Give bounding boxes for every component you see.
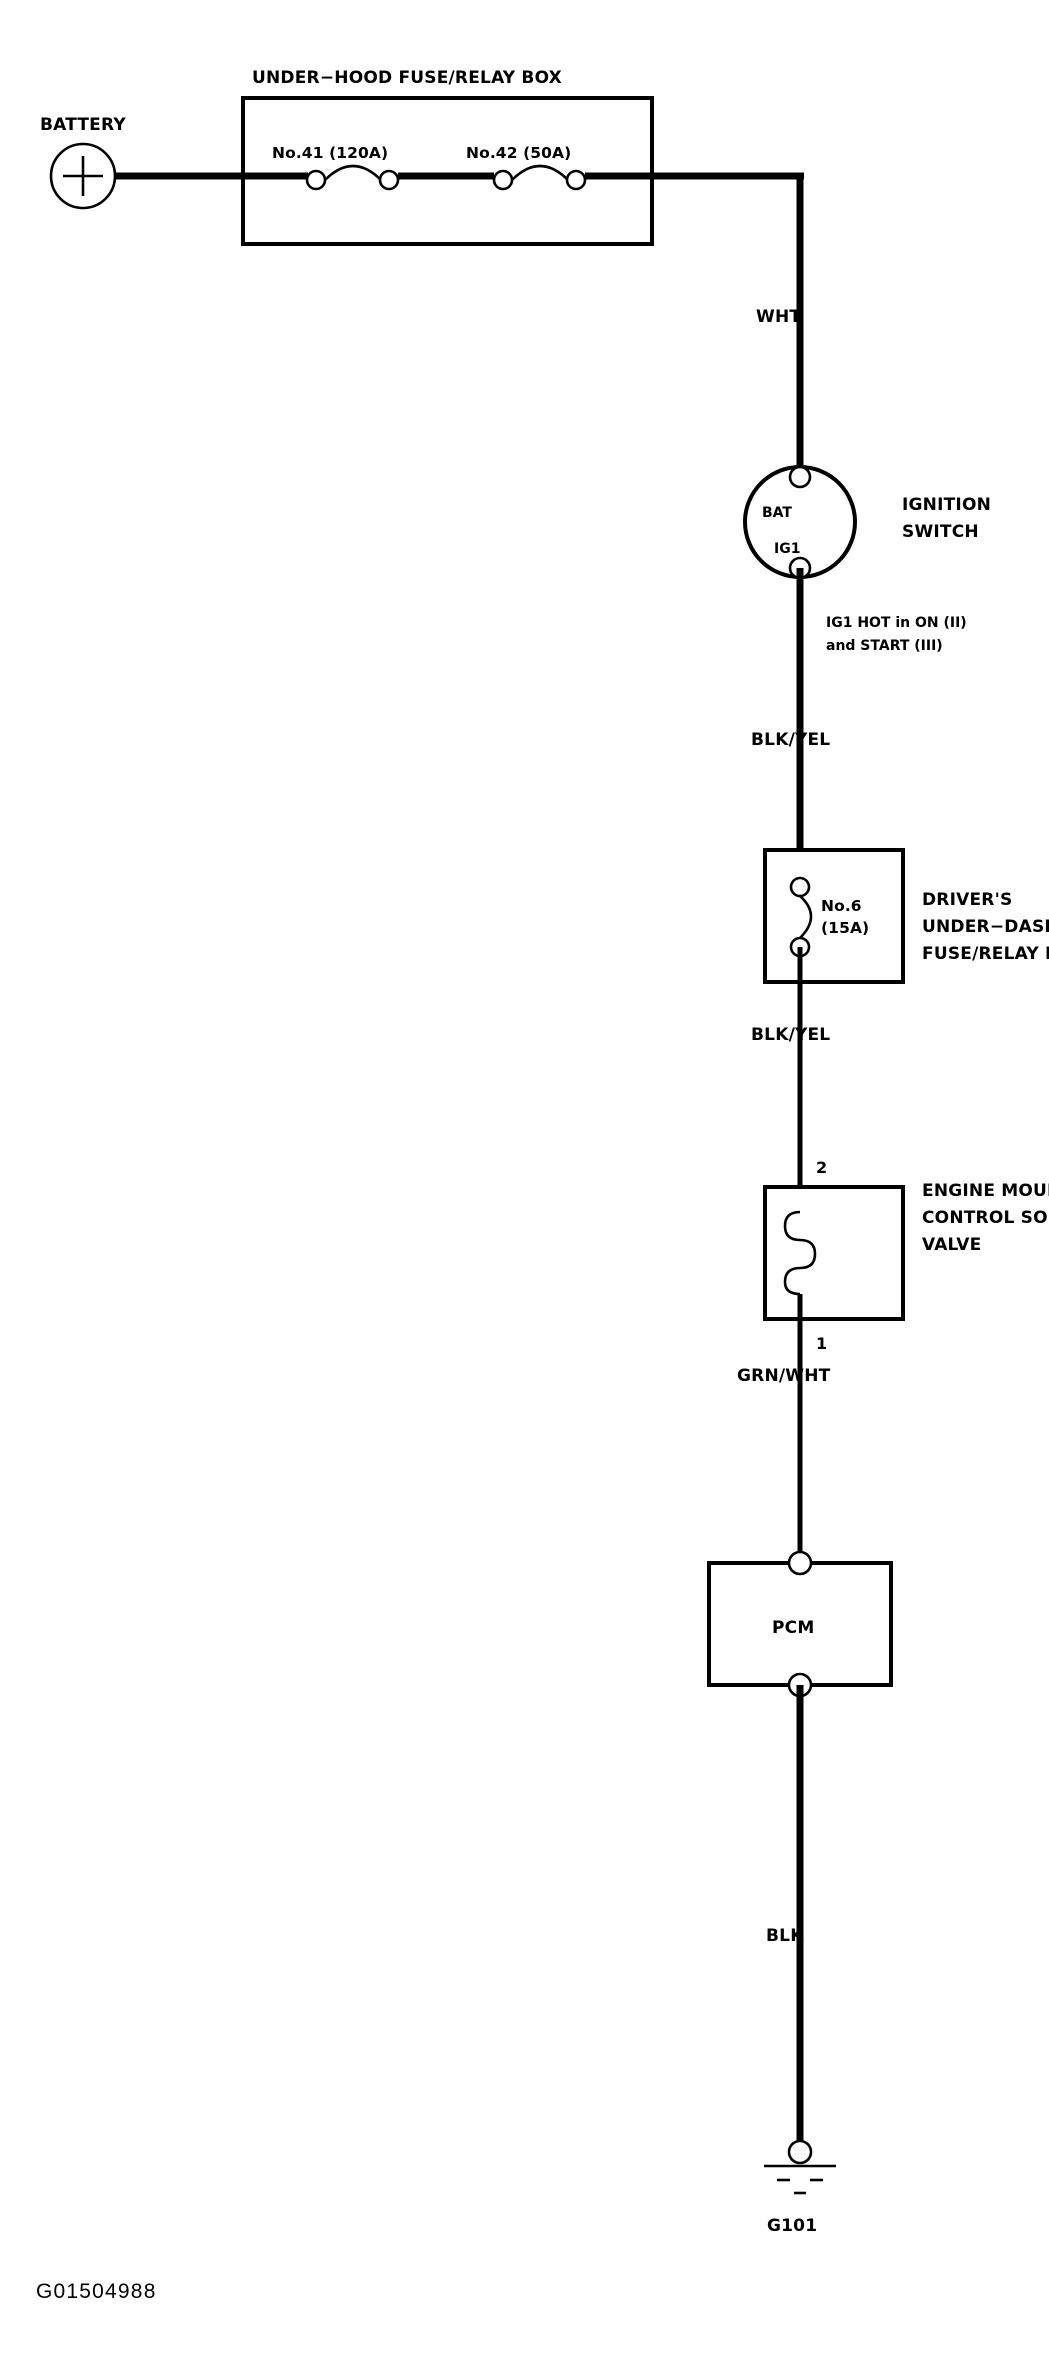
ignition-note-line1: IG1 HOT in ON (II) [826,615,967,631]
ignition-terminal-ig1-label: IG1 [774,541,800,557]
ignition-switch-label-line2: SWITCH [902,522,979,542]
under-dash-box-label-line1: DRIVER'S [922,890,1012,910]
under-dash-box-label-line3: FUSE/RELAY BOX [922,944,1049,964]
wire-label-blk: BLK [766,1926,804,1946]
wire-label-grn-wht: GRN/WHT [737,1366,831,1386]
ignition-terminal-bat-label: BAT [762,505,792,521]
engine-mount-solenoid-valve-box [763,1185,905,1321]
wire-label-blk-yel-lower: BLK/YEL [751,1025,830,1045]
drawing-code: G01504988 [36,2280,157,2303]
pcm-label: PCM [772,1618,814,1638]
ground-label: G101 [767,2216,817,2236]
solenoid-label-line2: CONTROL SOLENOID [922,1208,1049,1228]
solenoid-pin-2-label: 2 [816,1158,827,1177]
ignition-switch-symbol [743,465,857,580]
wire-label-blk-yel-upper: BLK/YEL [751,730,830,750]
fuse-41-label: No.41 (120A) [272,144,388,162]
battery-label: BATTERY [40,115,126,135]
solenoid-label-line1: ENGINE MOUNT [922,1181,1049,1201]
under-hood-box-label: UNDER−HOOD FUSE/RELAY BOX [252,68,562,88]
fuse-41-symbol [256,164,494,191]
under-dash-box-label-line2: UNDER−DASH [922,917,1049,937]
under-dash-fuse-relay-box [763,848,905,984]
wire-label-wht: WHT [756,307,801,327]
pcm-terminal-top [787,1550,813,1576]
solenoid-pin-1-label: 1 [816,1334,827,1353]
fuse-6-label-line1: No.6 [821,897,862,915]
fuse-42-label: No.42 (50A) [466,144,571,162]
fuse-6-label-line2: (15A) [821,919,869,937]
solenoid-label-line3: VALVE [922,1235,981,1255]
battery-symbol [49,142,117,210]
ground-symbol [764,2139,836,2195]
fuse-6-symbol [789,876,813,958]
ignition-switch-label-line1: IGNITION [902,495,991,515]
fuse-42-symbol [492,164,804,191]
under-hood-fuse-relay-box [241,96,654,246]
ignition-note-line2: and START (III) [826,638,943,654]
solenoid-coil-symbol [783,1210,817,1296]
